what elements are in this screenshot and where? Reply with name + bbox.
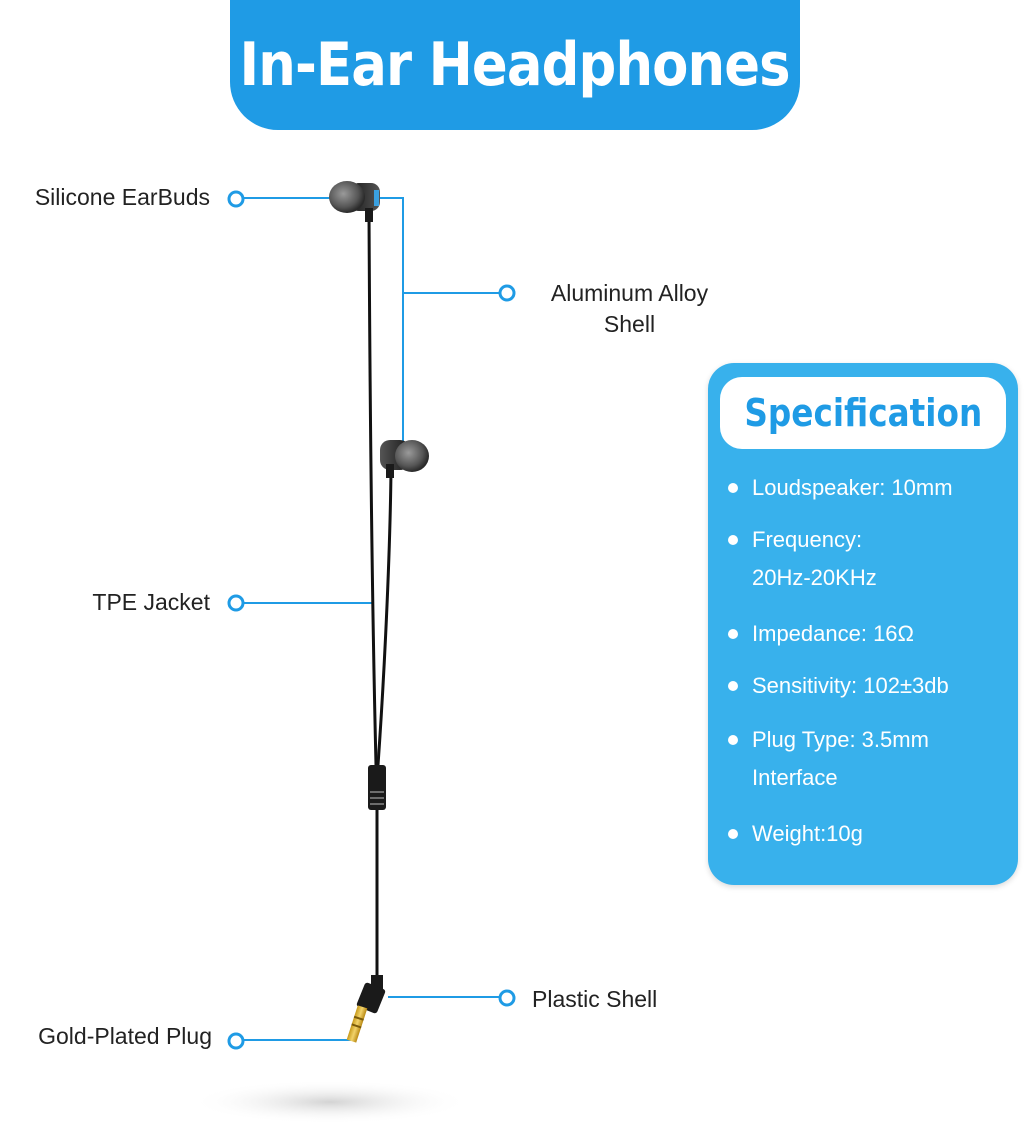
callout-marker-plug bbox=[227, 1032, 245, 1050]
floor-shadow bbox=[190, 1080, 470, 1123]
specification-title: Specification bbox=[744, 391, 982, 435]
label-plastic-shell: Plastic Shell bbox=[532, 986, 658, 1012]
label-gold-plated-plug: Gold-Plated Plug bbox=[38, 1023, 212, 1049]
bullet-icon bbox=[728, 483, 738, 493]
callout-marker-plastic bbox=[498, 989, 516, 1007]
page-title: In-Ear Headphones bbox=[239, 30, 791, 100]
spec-item-frequency: Frequency: 20Hz-20KHz bbox=[728, 521, 922, 597]
earbud-right bbox=[380, 440, 429, 478]
leader-lines bbox=[244, 197, 499, 1041]
earbud-left bbox=[329, 181, 380, 222]
bullet-icon bbox=[728, 735, 738, 745]
callout-marker-aluminum bbox=[498, 284, 516, 302]
spec-item-plug-type: Plug Type: 3.5mm Interface bbox=[728, 721, 952, 797]
spec-item-sensitivity: Sensitivity: 102±3db bbox=[728, 667, 1002, 705]
plug bbox=[346, 975, 386, 1043]
bullet-icon bbox=[728, 829, 738, 839]
callout-marker-tpe bbox=[227, 594, 245, 612]
specification-card: Specification Loudspeaker: 10mm Frequenc… bbox=[708, 363, 1018, 885]
label-silicone-earbuds: Silicone EarBuds bbox=[34, 184, 210, 210]
label-tpe-jacket: TPE Jacket bbox=[92, 589, 210, 615]
label-aluminum-alloy-shell: Aluminum Alloy Shell bbox=[550, 280, 709, 337]
callout-markers bbox=[227, 190, 516, 1050]
callout-marker-silicone bbox=[227, 190, 245, 208]
cable bbox=[367, 210, 393, 982]
spec-item-impedance: Impedance: 16Ω bbox=[728, 615, 1002, 653]
splitter bbox=[368, 765, 386, 810]
specification-list: Loudspeaker: 10mm Frequency: 20Hz-20KHz … bbox=[708, 363, 1018, 885]
bullet-icon bbox=[728, 681, 738, 691]
bullet-icon bbox=[728, 629, 738, 639]
spec-item-weight: Weight:10g bbox=[728, 815, 1002, 853]
bullet-icon bbox=[728, 535, 738, 545]
specification-header: Specification bbox=[720, 377, 1006, 449]
title-banner: In-Ear Headphones bbox=[230, 0, 800, 130]
spec-item-loudspeaker: Loudspeaker: 10mm bbox=[728, 469, 1002, 507]
